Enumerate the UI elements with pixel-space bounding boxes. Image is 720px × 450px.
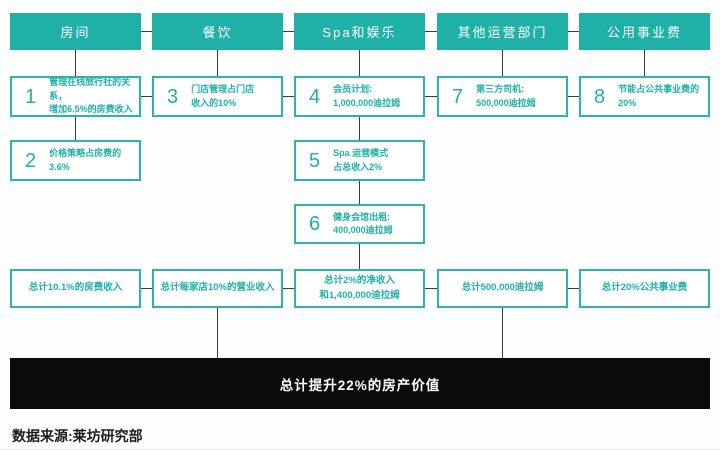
step-box-4: 4 会员计划: 1,000,000迪拉姆 [294,76,425,117]
header-other-operating-departments: 其他运营部门 [437,13,568,50]
connector-line [283,31,294,32]
step-number: 1 [25,85,37,108]
connector-line [359,50,360,76]
connector-line [425,31,437,32]
connector-line [359,244,360,269]
step-number: 4 [309,85,321,108]
connector-line [568,288,579,289]
total-box-rooms: 总计10.1%的房费收入 [10,269,141,308]
header-utilities: 公用事业费 [579,13,710,50]
connector-line [75,117,76,140]
source-note: 数据来源:莱坊研究部 [12,428,143,444]
header-rooms: 房间 [10,13,141,50]
step-number: 2 [25,149,37,172]
connector-line [283,96,294,97]
connector-line [217,308,218,358]
step-text: 会员计划: 1,000,000迪拉姆 [333,84,401,108]
connector-line [502,308,503,358]
total-box-other-operating: 总计500,000迪拉姆 [437,269,568,308]
step-box-2: 2 价格策略占房费的3.6% [10,140,141,181]
connector-line [644,50,645,76]
total-box-food-beverage: 总计每家店10%的营业收入 [152,269,283,308]
step-number: 7 [452,85,464,108]
connector-line [75,50,76,76]
connector-line [568,31,579,32]
connector-line [359,117,360,140]
step-box-8: 8 节能占公共事业费的20% [579,76,710,117]
step-number: 6 [309,213,321,235]
header-food-beverage: 餐饮 [152,13,283,50]
total-box-utilities: 总计20%公共事业费 [579,269,710,308]
total-box-spa-entertainment: 总计2%的净收入 和1,400,000迪拉姆 [294,269,425,308]
step-text: 节能占公共事业费的20% [618,84,700,108]
connector-line [141,288,152,289]
connector-line [217,50,218,76]
connector-line [283,288,294,289]
step-text: Spa 运营模式 占总收入2% [333,148,389,172]
step-box-3: 3 门店管理占门店 收入的10% [152,76,283,117]
step-box-1: 1 管理在线旅行社的关系， 增加6.5%的房费收入 [10,76,141,117]
step-text: 健身会馆出租: 400,000迪拉姆 [333,211,393,236]
step-text: 管理在线旅行社的关系， 增加6.5%的房费收入 [49,77,133,115]
step-text: 第三方司机: 500,000迪拉姆 [476,84,536,108]
connector-line [425,288,437,289]
connector-line [141,96,152,97]
step-text: 门店管理占门店 收入的10% [191,84,255,108]
summary-bar: 总计提升22%的房产价值 [10,358,710,409]
connector-line [425,96,437,97]
connector-line [359,181,360,204]
connector-line [568,96,579,97]
step-box-7: 7 第三方司机: 500,000迪拉姆 [437,76,568,117]
step-number: 5 [309,149,321,172]
step-box-5: 5 Spa 运营模式 占总收入2% [294,140,425,181]
summary-bar-text: 总计提升22%的房产价值 [279,377,441,393]
step-text: 价格策略占房费的3.6% [49,148,122,172]
connector-line [502,50,503,76]
step-box-6: 6 健身会馆出租: 400,000迪拉姆 [294,204,425,244]
connector-line [141,31,152,32]
step-number: 3 [167,85,179,108]
step-number: 8 [594,85,606,108]
header-spa-entertainment: Spa和娱乐 [294,13,425,50]
